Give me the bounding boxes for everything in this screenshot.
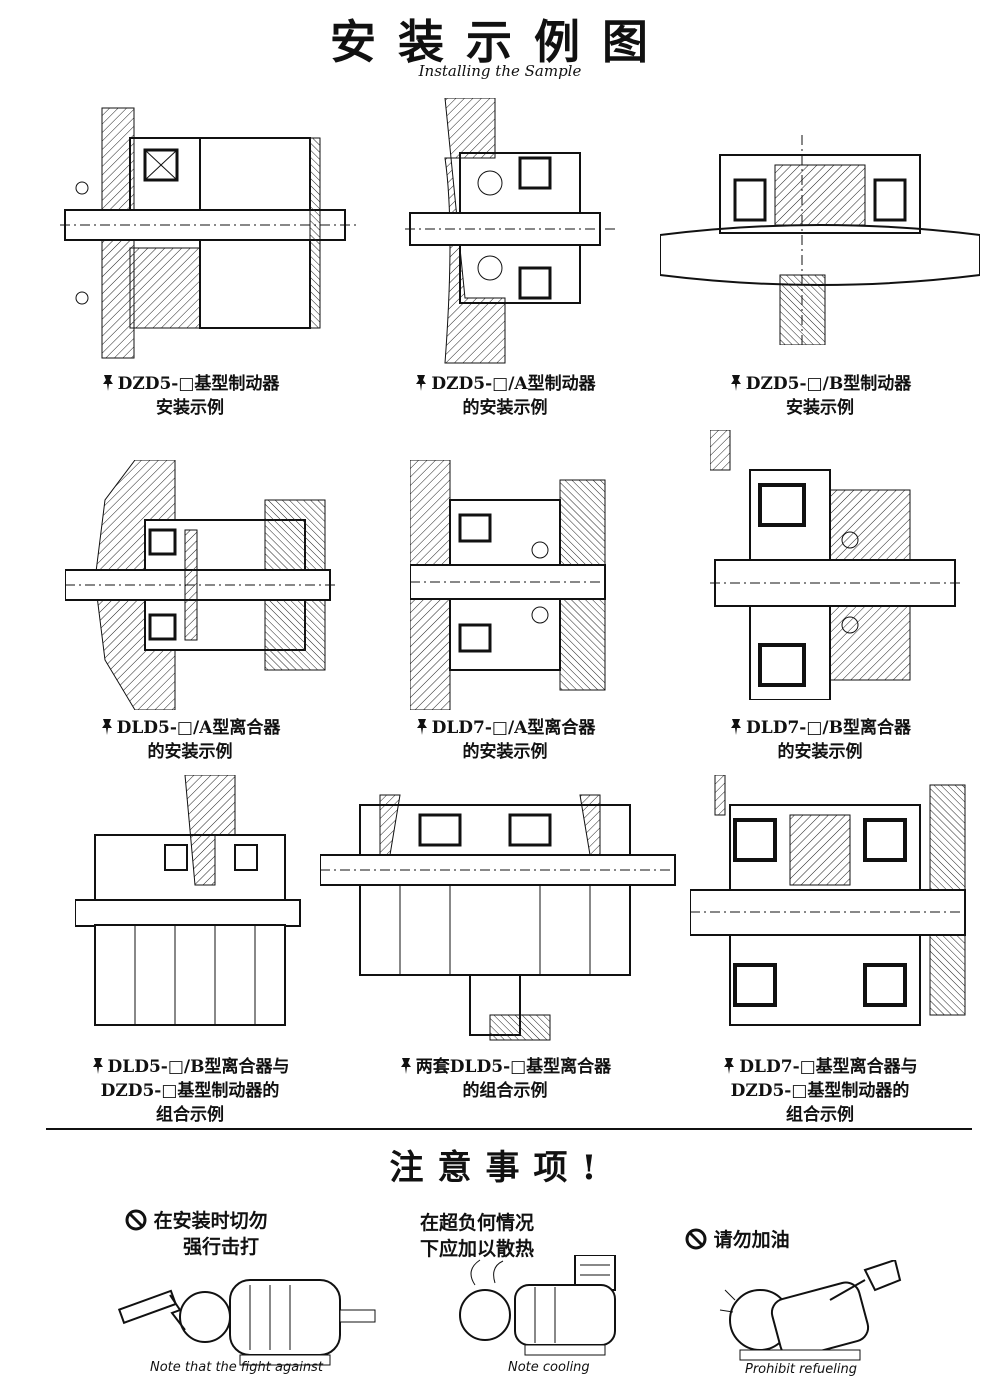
caption-line: 的安装示例 xyxy=(462,742,548,762)
drawing-dzd5-b xyxy=(660,135,980,345)
caption-line: 的安装示例 xyxy=(777,742,863,762)
caption-line: DLD7-□/B型离合器 xyxy=(746,718,911,738)
notice-no-oil: 请勿加油 xyxy=(685,1227,790,1253)
caption-line: 两套DLD5-□基型离合器 xyxy=(415,1057,612,1077)
pushpin-icon xyxy=(101,719,112,735)
example-caption-4: DLD5-□/A型离合器 的安装示例 xyxy=(30,716,350,764)
section-divider xyxy=(46,1128,972,1130)
caption-line: 的安装示例 xyxy=(462,398,548,418)
caption-line: DLD7-□/A型离合器 xyxy=(431,718,596,738)
hammer-motor-illustration xyxy=(117,1279,376,1366)
drawing-dzd5-basic xyxy=(60,107,360,359)
caption-line: DLD5-□/A型离合器 xyxy=(116,718,281,738)
notice-cooling: 在超负何情况 下应加以散热 xyxy=(420,1210,534,1262)
caption-line: 的安装示例 xyxy=(147,742,233,762)
drawing-dld5-b-with-dzd5 xyxy=(75,775,301,1026)
page-title: 安装示例图 xyxy=(330,15,670,69)
caption-line: 安装示例 xyxy=(786,398,854,418)
caption-line: DLD5-□/B型离合器与 xyxy=(107,1057,290,1077)
pushpin-icon xyxy=(416,375,427,391)
notice-caption: Prohibit refueling xyxy=(745,1362,857,1377)
prohibited-icon xyxy=(125,1209,147,1231)
pushpin-icon xyxy=(724,1058,735,1074)
notice-no-hammering: 在安装时切勿 强行击打 xyxy=(125,1208,268,1260)
pushpin-icon xyxy=(416,719,427,735)
prohibited-icon xyxy=(685,1228,707,1250)
caption-line: 组合示例 xyxy=(156,1105,224,1125)
example-caption-7: DLD5-□/B型离合器与 DZD5-□基型制动器的 组合示例 xyxy=(30,1055,350,1127)
caption-line: 组合示例 xyxy=(786,1105,854,1125)
drawing-dld7-b xyxy=(710,430,960,700)
notice-caption: Note that the fight against xyxy=(150,1360,323,1375)
caption-line: 的组合示例 xyxy=(462,1081,548,1101)
cooling-motor-illustration xyxy=(459,1255,616,1356)
notice-title: 注意事项! xyxy=(389,1148,611,1188)
drawing-dld7-with-dzd5 xyxy=(690,775,970,1026)
caption-line: DLD7-□基型离合器与 xyxy=(739,1057,918,1077)
notice-text-line: 请勿加油 xyxy=(713,1229,790,1251)
example-caption-2: DZD5-□/A型制动器 的安装示例 xyxy=(345,372,665,420)
pushpin-icon xyxy=(92,1058,103,1074)
drawing-dld5-a xyxy=(65,460,335,710)
drawing-two-dld5 xyxy=(320,794,680,1041)
example-caption-1: DZD5-□基型制动器 安装示例 xyxy=(30,372,350,420)
drawing-dld7-a xyxy=(410,460,610,710)
caption-line: 安装示例 xyxy=(156,398,224,418)
notice-text-line: 在超负何情况 xyxy=(420,1212,535,1234)
caption-line: DZD5-□基型制动器的 xyxy=(100,1081,280,1101)
caption-line: DZD5-□基型制动器 xyxy=(117,374,280,394)
example-caption-5: DLD7-□/A型离合器 的安装示例 xyxy=(345,716,665,764)
pushpin-icon xyxy=(731,719,742,735)
example-caption-9: DLD7-□基型离合器与 DZD5-□基型制动器的 组合示例 xyxy=(660,1055,980,1127)
pushpin-icon xyxy=(102,375,113,391)
notice-text-line: 下应加以散热 xyxy=(420,1238,535,1260)
oil-can-motor-illustration xyxy=(719,1260,902,1361)
notice-caption: Note cooling xyxy=(508,1360,590,1375)
notice-text-line: 在安装时切勿 xyxy=(153,1210,268,1232)
drawing-dzd5-a xyxy=(405,98,615,364)
caption-line: DZD5-□基型制动器的 xyxy=(730,1081,910,1101)
caption-line: DZD5-□/A型制动器 xyxy=(431,374,596,394)
pushpin-icon xyxy=(400,1058,411,1074)
pushpin-icon xyxy=(730,375,741,391)
notice-text-line: 强行击打 xyxy=(183,1236,260,1258)
example-caption-8: 两套DLD5-□基型离合器 的组合示例 xyxy=(345,1055,665,1103)
example-caption-6: DLD7-□/B型离合器 的安装示例 xyxy=(660,716,980,764)
page-subtitle: Installing the Sample xyxy=(418,62,582,80)
caption-line: DZD5-□/B型制动器 xyxy=(745,374,912,394)
example-caption-3: DZD5-□/B型制动器 安装示例 xyxy=(660,372,980,420)
